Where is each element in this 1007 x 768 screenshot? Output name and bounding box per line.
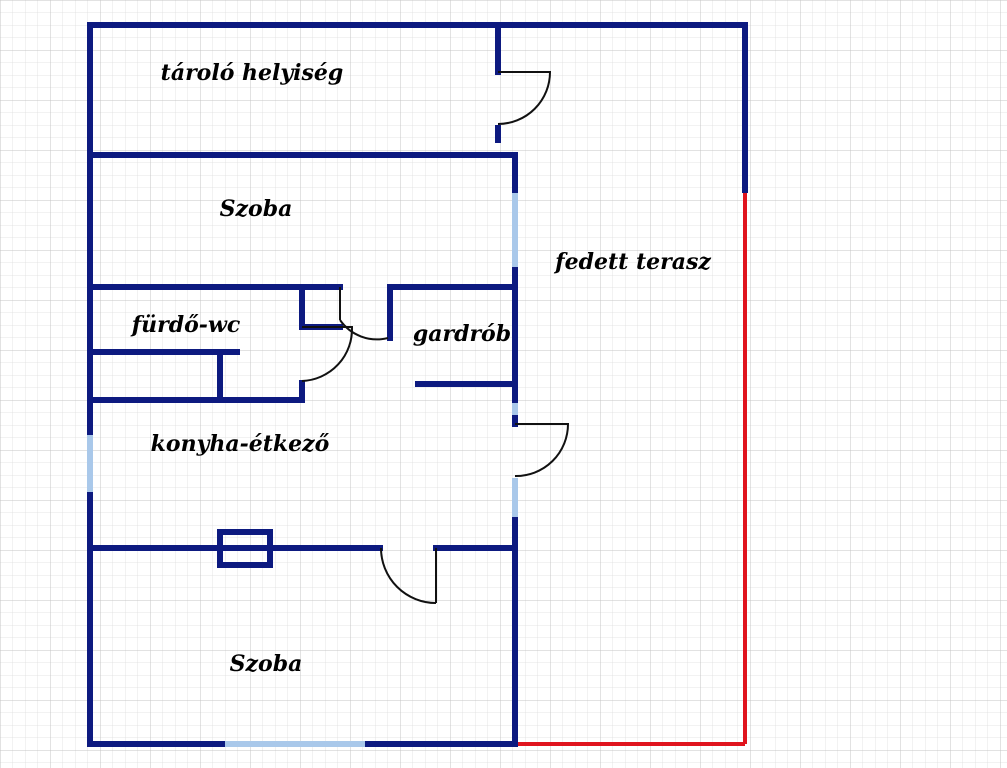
walls bbox=[87, 22, 748, 747]
label-room-top: Szoba bbox=[220, 196, 293, 222]
label-wardrobe: gardrób bbox=[413, 321, 511, 347]
windows bbox=[87, 190, 518, 747]
label-room-bottom: Szoba bbox=[230, 651, 303, 677]
label-storage: tároló helyiség bbox=[161, 60, 344, 86]
terrace-railing bbox=[518, 190, 747, 746]
label-terrace: fedett terasz bbox=[553, 249, 711, 275]
label-kitchen: konyha-étkező bbox=[151, 431, 330, 457]
label-bathroom: fürdő-wc bbox=[130, 312, 241, 338]
door-bathroom bbox=[301, 326, 354, 382]
door-room-top bbox=[339, 287, 389, 341]
door-terrace bbox=[514, 423, 570, 478]
door-room-bottom bbox=[380, 547, 437, 604]
chimney bbox=[217, 529, 273, 568]
door-storage bbox=[497, 71, 552, 125]
doors bbox=[301, 71, 570, 604]
